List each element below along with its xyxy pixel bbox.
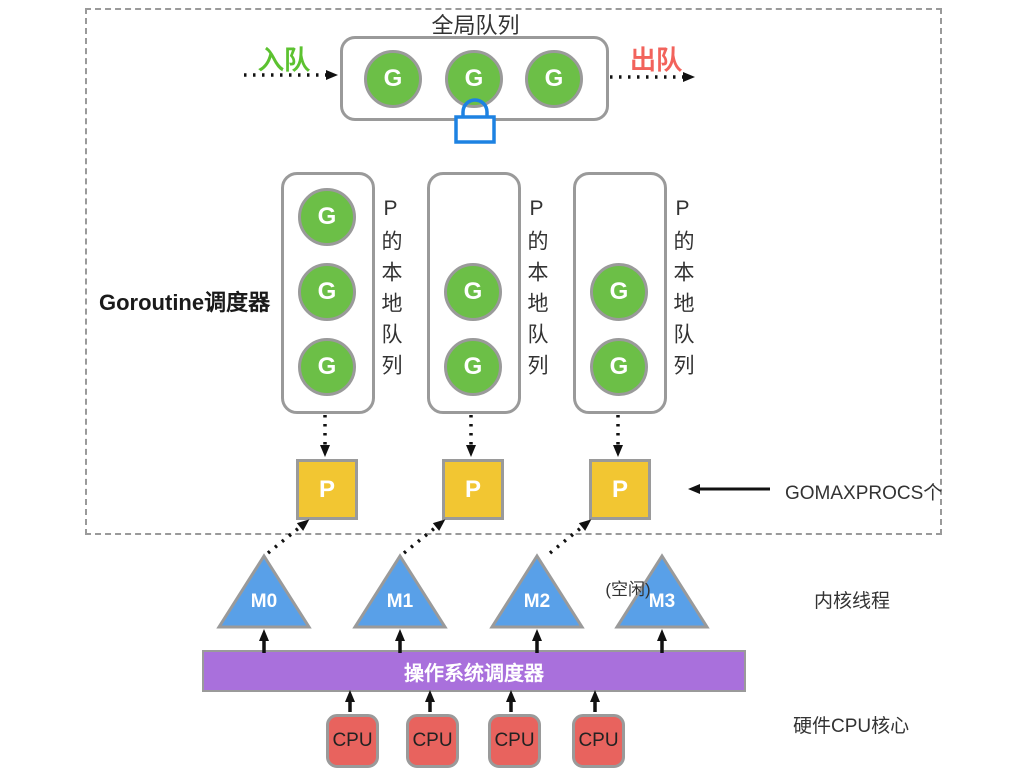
processor-box: P [296, 459, 358, 520]
triangle-icon [614, 553, 710, 629]
triangle-icon [352, 553, 448, 629]
os-scheduler-bar: 操作系统调度器 [202, 650, 746, 692]
cpu-box: CPU [326, 714, 379, 768]
processor-box: P [442, 459, 504, 520]
local-queue-caption: P的本地队列 [379, 197, 402, 385]
triangle-icon [216, 553, 312, 629]
kernel-thread-label: M1 [386, 591, 414, 612]
goroutine-circle: G [525, 50, 583, 108]
scheduler-boundary [85, 8, 942, 535]
local-queue-caption: P的本地队列 [671, 197, 694, 385]
cpu-box: CPU [488, 714, 541, 768]
scheduler-label: Goroutine调度器 [99, 290, 271, 315]
kernel-threads-row-label: 内核线程 [814, 591, 891, 612]
triangle-icon [489, 553, 585, 629]
goroutine-circle: G [444, 338, 502, 396]
kernel-thread-label: M2 [523, 591, 551, 612]
dequeue-label: 出队 [629, 45, 682, 75]
local-queue-caption: P的本地队列 [525, 197, 548, 385]
kernel-thread-label: M0 [250, 591, 278, 612]
goroutine-circle: G [364, 50, 422, 108]
kernel-thread-m2: M2 [489, 553, 585, 630]
kernel-thread-m3: M3 [614, 553, 710, 630]
gomaxprocs-label: GOMAXPROCS个 [785, 483, 943, 504]
goroutine-circle: G [590, 263, 648, 321]
kernel-thread-m1: M1 [352, 553, 448, 630]
global-queue-title: 全局队列 [431, 13, 520, 38]
goroutine-circle: G [298, 338, 356, 396]
processor-box: P [589, 459, 651, 520]
kernel-thread-label: M3 [648, 591, 676, 612]
enqueue-label: 入队 [257, 45, 310, 75]
goroutine-circle: G [298, 263, 356, 321]
cpu-box: CPU [572, 714, 625, 768]
goroutine-circle: G [298, 188, 356, 246]
goroutine-circle: G [590, 338, 648, 396]
cpu-box: CPU [406, 714, 459, 768]
kernel-thread-m0: M0 [216, 553, 312, 630]
goroutine-circle: G [444, 263, 502, 321]
goroutine-circle: G [445, 50, 503, 108]
hardware-cpus-row-label: 硬件CPU核心 [793, 716, 910, 737]
idle-note: (空闲) [605, 580, 651, 599]
